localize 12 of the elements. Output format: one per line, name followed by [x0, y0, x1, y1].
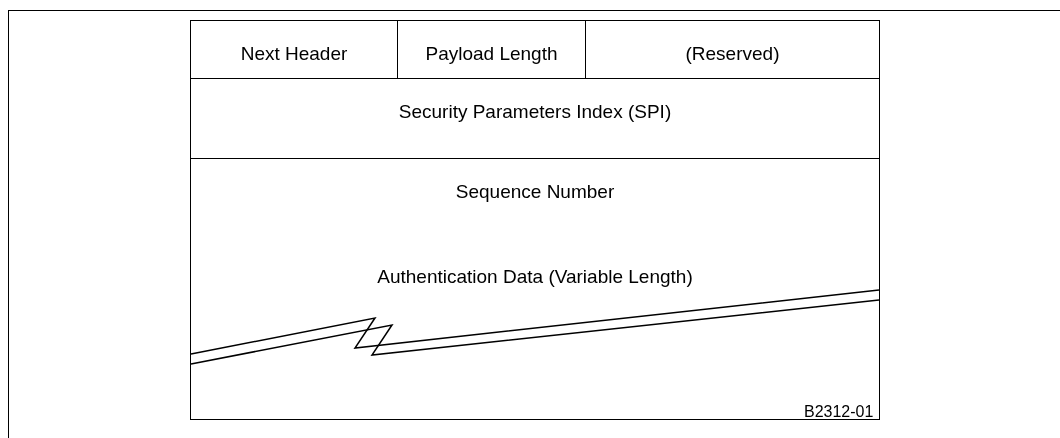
field-name: Sequence Number — [455, 181, 615, 204]
field-name: Next Header — [240, 43, 348, 66]
header-field — [190, 20, 398, 79]
header-field — [190, 78, 880, 159]
header-field — [585, 20, 880, 79]
figure-number: B2312-01 — [804, 403, 874, 421]
header-field — [190, 232, 880, 420]
field-name: Security Parameters Index (SPI) — [398, 101, 672, 124]
header-field — [190, 158, 880, 233]
field-name: Payload Length — [425, 43, 558, 66]
field-name: Authentication Data (Variable Length) — [377, 266, 693, 289]
field-name: (Reserved) — [685, 43, 780, 66]
